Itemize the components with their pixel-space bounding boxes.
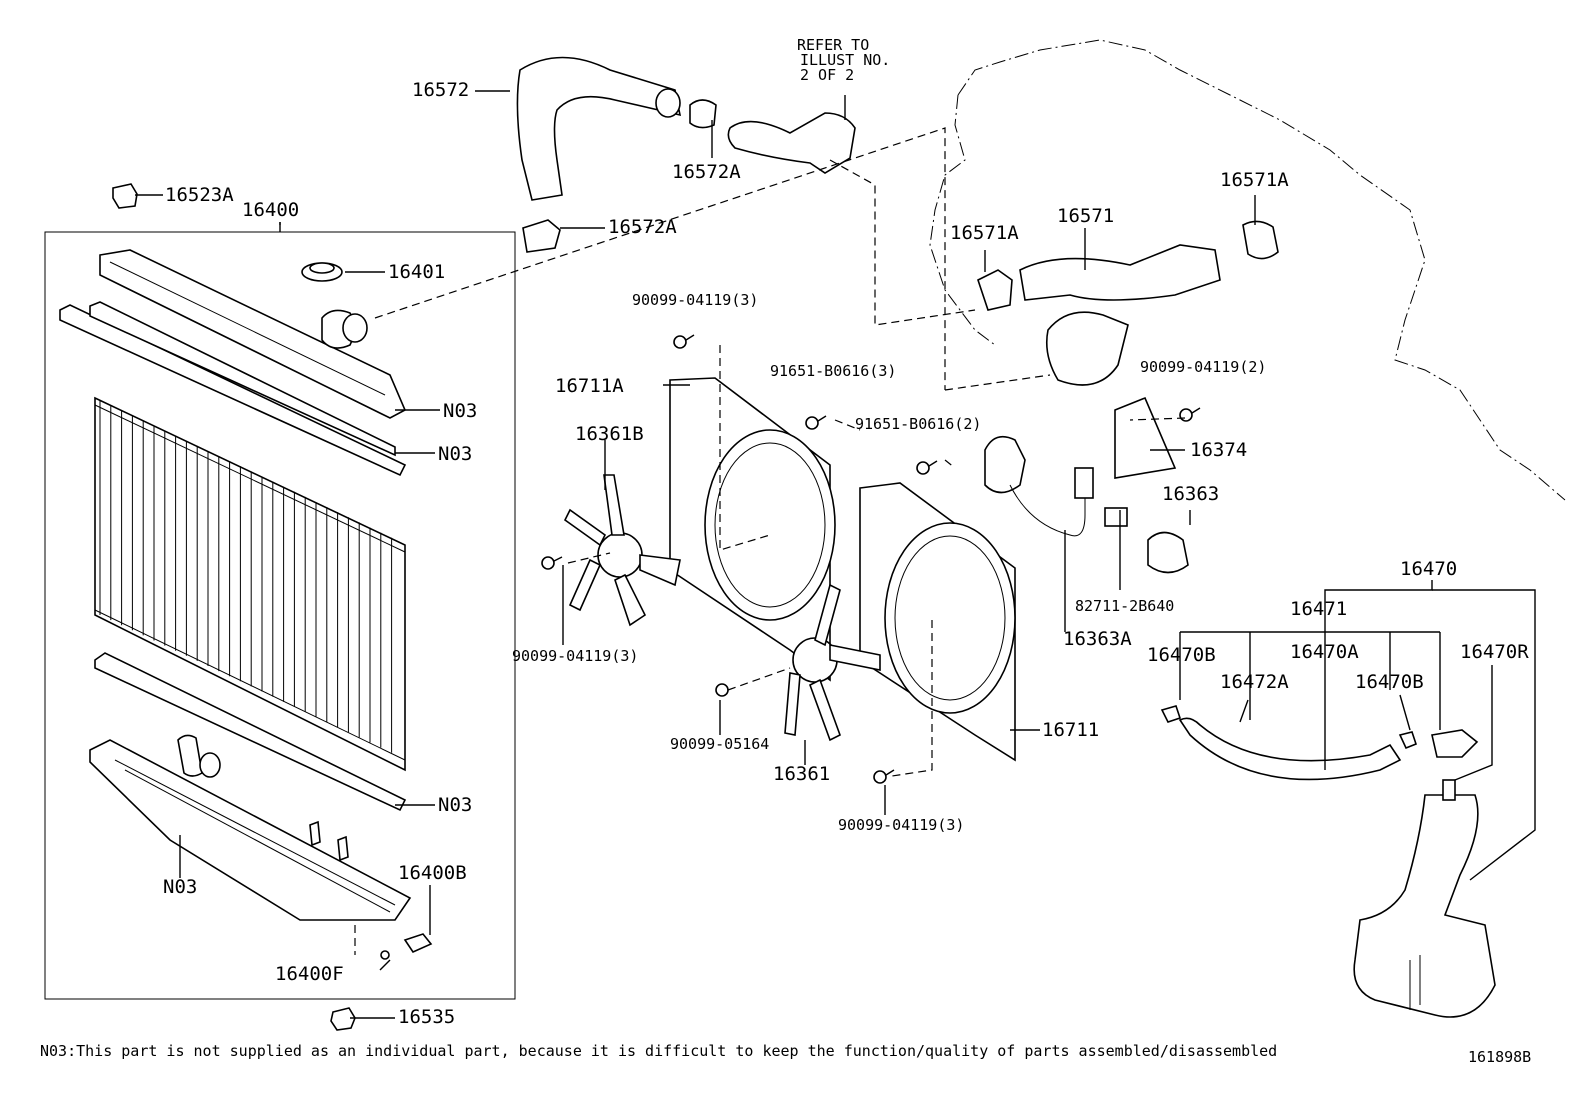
label-16535: 16535 xyxy=(398,1006,455,1028)
label-91651-2: 91651-B0616(2) xyxy=(855,415,981,433)
dashed-lines xyxy=(374,127,1186,777)
footnote: N03:This part is not supplied as an indi… xyxy=(40,1042,1277,1060)
diagram-id: 161898B xyxy=(1468,1048,1531,1066)
bracket-16374 xyxy=(1114,396,1177,479)
fan-16361B xyxy=(563,474,681,627)
drain-cock xyxy=(403,933,433,954)
label-16711A: 16711A xyxy=(555,375,624,397)
water-inlet xyxy=(1045,311,1129,386)
shroud-16711A xyxy=(669,377,836,682)
gasket-upper-1 xyxy=(59,304,407,477)
bolt-group xyxy=(541,334,1201,784)
clamp-16571A-left xyxy=(977,269,1013,311)
clamp-16470B-left xyxy=(1160,705,1182,723)
gasket-upper-2 xyxy=(89,301,396,457)
label-16361: 16361 xyxy=(773,763,830,785)
label-90099-04119-3a: 90099-04119(3) xyxy=(632,291,758,309)
label-16470: 16470 xyxy=(1400,558,1457,580)
label-16400F: 16400F xyxy=(275,963,344,985)
label-16470B-left: 16470B xyxy=(1147,644,1216,666)
clamp-16470B-right xyxy=(1398,731,1417,750)
cap-16401 xyxy=(301,262,343,282)
label-n03-4: N03 xyxy=(163,876,197,898)
label-16572A-top: 16572A xyxy=(672,161,741,183)
water-outlet xyxy=(727,112,856,174)
clamp-16572A-top xyxy=(689,99,717,129)
engine-outline xyxy=(929,39,1566,501)
label-16472A: 16472A xyxy=(1220,671,1289,693)
label-16571A-right: 16571A xyxy=(1220,169,1289,191)
connector xyxy=(1074,467,1094,499)
label-refer-1: REFER TO xyxy=(797,36,869,54)
resistor-16363 xyxy=(1147,531,1189,574)
label-16400: 16400 xyxy=(242,199,299,221)
label-91651-3: 91651-B0616(3) xyxy=(770,362,896,380)
clip-82711 xyxy=(1104,507,1128,527)
label-16401: 16401 xyxy=(388,261,445,283)
label-n03-2: N03 xyxy=(438,443,472,465)
reservoir-16470 xyxy=(1353,729,1496,1018)
label-16470A: 16470A xyxy=(1290,641,1359,663)
label-16572A-low: 16572A xyxy=(608,216,677,238)
label-16363A: 16363A xyxy=(1063,628,1132,650)
label-16523A: 16523A xyxy=(165,184,234,206)
label-16571: 16571 xyxy=(1057,205,1114,227)
fan-16361 xyxy=(784,583,881,742)
label-16363: 16363 xyxy=(1162,483,1219,505)
label-82711-2B640: 82711-2B640 xyxy=(1075,597,1174,615)
clamp-16571A-right xyxy=(1242,220,1279,260)
fan-motor xyxy=(984,435,1026,494)
label-90099-04119-3b: 90099-04119(3) xyxy=(512,647,638,665)
part-labels: 16572 REFER TO ILLUST NO. 2 OF 2 16572A … xyxy=(163,36,1529,1028)
clamp-16572A-low xyxy=(522,219,561,253)
label-16711: 16711 xyxy=(1042,719,1099,741)
label-90099-05164: 90099-05164 xyxy=(670,735,769,753)
label-n03-3: N03 xyxy=(438,794,472,816)
hose-16472A xyxy=(1178,717,1402,781)
leader-lines xyxy=(135,90,1536,1019)
lower-tank xyxy=(89,734,412,921)
harness xyxy=(1009,475,1086,537)
reservoir-cap xyxy=(1431,729,1479,758)
label-16361B: 16361B xyxy=(575,423,644,445)
label-refer-3: 2 OF 2 xyxy=(800,66,854,84)
label-16470R: 16470R xyxy=(1460,641,1529,663)
label-16571A-left: 16571A xyxy=(950,222,1019,244)
cap-16523A xyxy=(112,183,138,209)
label-90099-04119-2: 90099-04119(2) xyxy=(1140,358,1266,376)
hose-16572 xyxy=(516,56,682,201)
label-90099-04119-3c: 90099-04119(3) xyxy=(838,816,964,834)
radiator-core xyxy=(94,396,406,772)
label-16471: 16471 xyxy=(1290,598,1347,620)
cap-16535 xyxy=(330,1007,356,1031)
label-n03-1: N03 xyxy=(443,400,477,422)
label-16400B: 16400B xyxy=(398,862,467,884)
o-ring xyxy=(380,950,390,960)
label-16572: 16572 xyxy=(412,79,469,101)
label-16374: 16374 xyxy=(1190,439,1247,461)
shroud-16711 xyxy=(859,482,1016,762)
label-refer-2: ILLUST NO. xyxy=(800,51,890,69)
label-16470B-right: 16470B xyxy=(1355,671,1424,693)
hose-16571 xyxy=(1019,244,1221,301)
